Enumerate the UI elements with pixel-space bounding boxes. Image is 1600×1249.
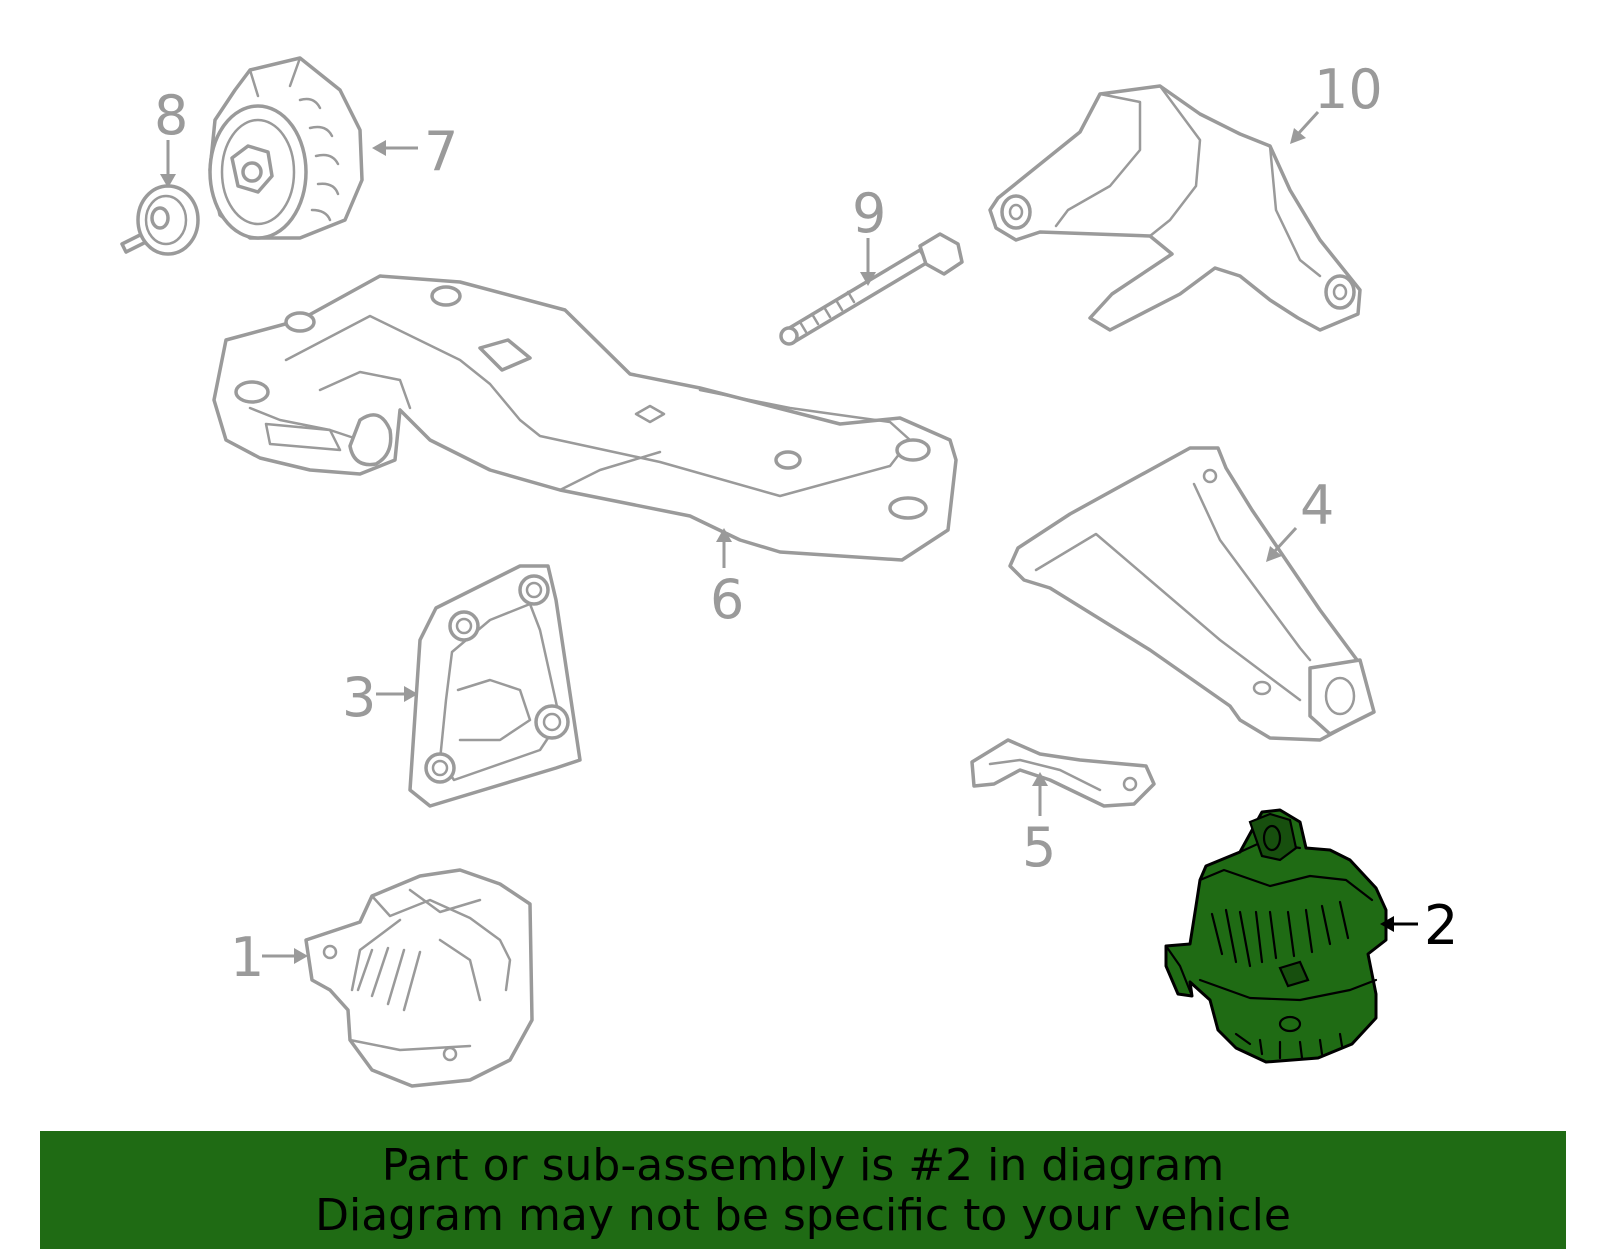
part-9-bolt [779, 232, 964, 346]
svg-text:7: 7 [424, 120, 458, 183]
part-7-bushing [208, 56, 364, 240]
svg-text:8: 8 [154, 84, 188, 147]
svg-text:2: 2 [1424, 894, 1458, 957]
callout-7: 7 [372, 120, 458, 183]
part-3-plate-bracket [408, 564, 582, 808]
banner-line-part-number: Part or sub-assembly is #2 in diagram [381, 1140, 1225, 1191]
callout-6: 6 [710, 528, 744, 631]
callout-9: 9 [852, 182, 886, 286]
svg-text:4: 4 [1300, 474, 1334, 537]
part-2-engine-mount-highlighted[interactable] [1164, 808, 1388, 1064]
svg-text:10: 10 [1314, 58, 1383, 121]
callout-5: 5 [1022, 772, 1056, 879]
banner-line-disclaimer: Diagram may not be specific to your vehi… [315, 1190, 1291, 1241]
callout-8: 8 [154, 84, 188, 188]
svg-text:9: 9 [852, 182, 886, 245]
callout-10: 10 [1290, 58, 1383, 144]
callout-2: 2 [1380, 894, 1458, 957]
svg-text:3: 3 [342, 666, 376, 729]
svg-text:1: 1 [230, 926, 264, 989]
callout-1: 1 [230, 926, 308, 989]
part-5-small-bracket [970, 738, 1156, 808]
part-6-crossmember [212, 274, 958, 562]
info-banner: Part or sub-assembly is #2 in diagram Di… [40, 1131, 1566, 1249]
callout-3: 3 [342, 666, 418, 729]
svg-text:6: 6 [710, 568, 744, 631]
part-1-engine-mount [304, 868, 534, 1088]
svg-text:5: 5 [1022, 816, 1056, 879]
callout-4: 4 [1266, 474, 1334, 562]
part-4-bracket [1008, 446, 1376, 742]
part-8-stud-bushing [120, 184, 200, 256]
part-10-bracket [988, 84, 1362, 332]
